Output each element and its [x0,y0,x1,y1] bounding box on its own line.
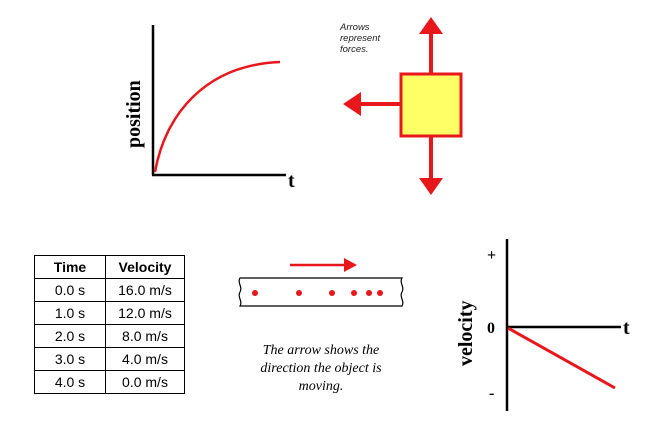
table-row: 2.0 s 8.0 m/s [34,324,185,348]
velocity-graph-minus-label: - [489,385,494,402]
ticker-tape-diagram [238,258,404,307]
velocity-graph-x-label: t [623,317,630,339]
position-graph-y-label: position [123,80,145,148]
table-cell-time: 2.0 s [34,324,106,348]
table-cell-time: 4.0 s [34,370,106,394]
table-cell-velocity: 4.0 m/s [105,347,185,371]
up-force-arrowhead [419,17,443,34]
position-curve [153,60,281,173]
table-header-velocity: Velocity [105,255,185,279]
tape-dot [329,290,335,296]
velocity-line [507,326,616,390]
table-row: 4.0 s 0.0 m/s [34,370,185,394]
caption-line: direction the object is [260,361,382,376]
tape-dot [366,290,372,296]
ticker-tape-caption: The arrow shows the direction the object… [236,342,406,396]
velocity-graph-plus-label: + [487,247,496,264]
tape-strip [238,277,404,307]
table-row: 3.0 s 4.0 m/s [34,347,185,371]
tape-dot [351,290,357,296]
position-graph-x-label: t [288,170,295,190]
left-force-arrowhead [343,92,361,116]
table-cell-time: 1.0 s [34,301,106,325]
down-force-arrowhead [419,178,443,195]
table-cell-velocity: 8.0 m/s [105,324,185,348]
tape-dot [296,290,302,296]
object-box [399,72,463,138]
table-header-time: Time [34,255,106,279]
table-cell-velocity: 16.0 m/s [105,278,185,302]
table-cell-time: 3.0 s [34,347,106,371]
force-diagram [343,17,463,195]
table-header-row: Time Velocity [34,255,185,279]
tape-dot [252,290,258,296]
table-row: 1.0 s 12.0 m/s [34,301,185,325]
time-velocity-table: Time Velocity 0.0 s 16.0 m/s 1.0 s 12.0 … [34,255,185,394]
position-time-graph: t position [123,25,295,190]
table-cell-velocity: 0.0 m/s [105,370,185,394]
table-cell-time: 0.0 s [34,278,106,302]
caption-line: The arrow shows the [262,343,380,358]
velocity-graph-zero-label: 0 [487,320,495,337]
forces-note-line: represent [340,33,381,44]
tape-dot [377,290,383,296]
forces-note-line: Arrows [340,22,370,33]
table-row: 0.0 s 16.0 m/s [34,278,185,302]
velocity-graph-y-label: velocity [455,300,477,366]
forces-note-line: forces. [340,44,369,55]
direction-arrow-head [344,258,357,272]
caption-line: moving. [298,379,344,394]
table-cell-velocity: 12.0 m/s [105,301,185,325]
forces-note: Arrows represent forces. [340,22,380,55]
velocity-time-graph: + 0 - t velocity [455,239,630,411]
